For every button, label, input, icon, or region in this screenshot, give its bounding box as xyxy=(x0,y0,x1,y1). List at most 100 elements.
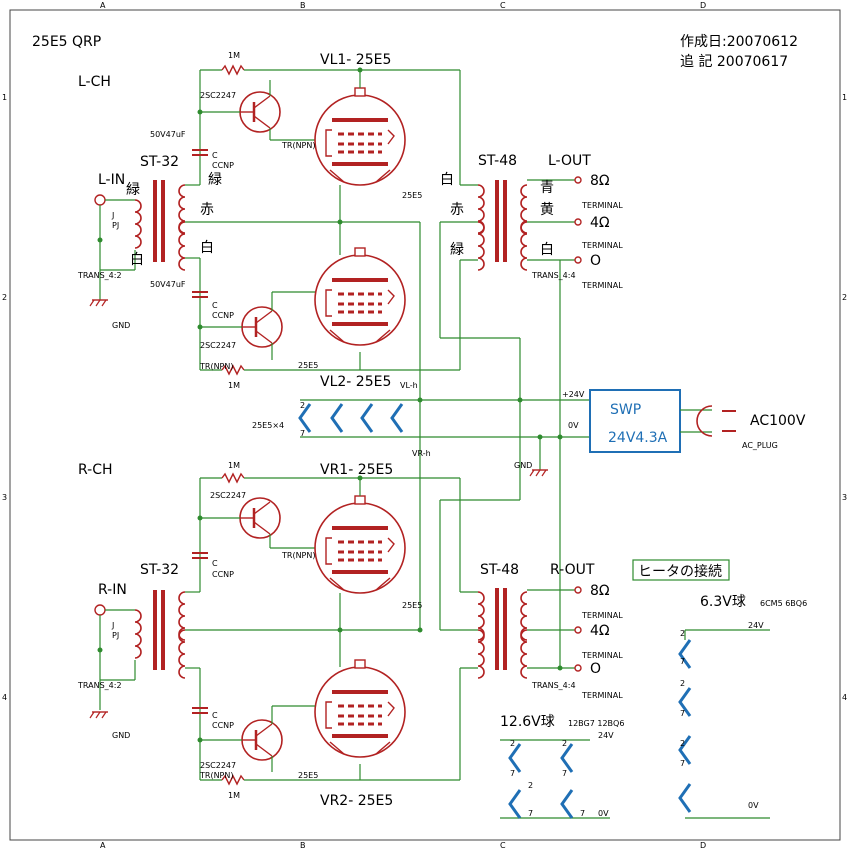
right-output-label: R-OUT xyxy=(550,562,595,578)
right-tube-part-2: 25E5 xyxy=(298,771,318,780)
heater-12-pin-7c: 7 xyxy=(562,769,567,778)
left-out-yellow: 黄 xyxy=(540,201,554,218)
left-out-red: 赤 xyxy=(450,202,464,218)
row-label-3-right: 3 xyxy=(842,493,847,502)
left-ccnp-upper: CCNP xyxy=(212,161,234,170)
left-jack-pj: PJ xyxy=(112,221,119,230)
left-ccnp-lower: CCNP xyxy=(212,311,234,320)
right-jack-pj: PJ xyxy=(112,631,119,640)
schematic-title: 25E5 QRP xyxy=(32,34,101,50)
heater-pin-2c: 2 xyxy=(680,739,685,748)
heater-bank-pin-7: 7 xyxy=(300,429,305,438)
row-label-1: 1 xyxy=(2,93,7,102)
left-res-1m-bottom: 1M xyxy=(228,381,240,390)
right-channel-title: R-CH xyxy=(78,462,113,478)
right-channel-wiring xyxy=(89,472,582,786)
tube-vl2-label: VL2- 25E5 xyxy=(320,374,391,390)
left-tr-type-lower: TR(NPN) xyxy=(199,362,233,371)
left-cap-lower: 50V47uF xyxy=(150,280,186,289)
left-cap-c-upper: C xyxy=(212,151,218,160)
row-label-4-right: 4 xyxy=(842,693,847,702)
left-sec-green: 緑 xyxy=(208,172,222,188)
right-res-1m-top: 1M xyxy=(228,461,240,470)
right-input-trans-label: ST-32 xyxy=(140,562,179,578)
heater-6v3-parts: 6CM5 6BQ6 xyxy=(760,599,807,608)
tube-vr1-label: VR1- 25E5 xyxy=(320,462,393,478)
supply-plus24: +24V xyxy=(562,390,585,399)
left-out-white-2: 白 xyxy=(540,242,554,258)
col-label-c: C xyxy=(500,1,506,10)
right-ccnp-upper: CCNP xyxy=(212,570,234,579)
right-channel-labels: R-CH R-IN ST-32 VR1- 25E5 VR2- 25E5 ST-4… xyxy=(77,461,595,809)
right-gnd: GND xyxy=(112,731,130,740)
left-tr-lower: 2SC2247 xyxy=(200,341,236,350)
left-out-white: 白 xyxy=(440,172,454,188)
heater-bank-pin-2: 2 xyxy=(300,401,305,410)
col-label-b: B xyxy=(300,1,306,10)
col-label-c-bottom: C xyxy=(500,841,506,850)
left-sec-red: 赤 xyxy=(200,202,214,218)
heater-6v3-24v: 24V xyxy=(748,621,764,630)
heater-12-pin-7d: 7 xyxy=(580,809,585,818)
power-labels: SWP 24V4.3A +24V 0V AC100V AC_PLUG 25E5×… xyxy=(252,381,806,470)
right-terminal-3: TERMINAL xyxy=(581,691,623,700)
left-terminal-3: TERMINAL xyxy=(581,281,623,290)
power-gnd: GND xyxy=(514,461,532,470)
supply-rating: 24V4.3A xyxy=(608,430,668,446)
right-cap-c-upper: C xyxy=(212,559,218,568)
col-label-d-bottom: D xyxy=(700,841,706,850)
heater-pin-2a: 2 xyxy=(680,629,685,638)
right-term-8ohm: 8Ω xyxy=(590,583,610,599)
heater-inset-wiring xyxy=(500,559,770,820)
right-input-label: R-IN xyxy=(98,582,127,598)
left-channel-title: L-CH xyxy=(78,74,111,90)
left-input-trans-label: ST-32 xyxy=(140,154,179,170)
heater-inset-labels: ヒータの接続 6.3V球 6CM5 6BQ6 24V 0V 12.6V球 12B… xyxy=(300,401,807,818)
power-wiring xyxy=(298,222,736,628)
left-output-label: L-OUT xyxy=(548,153,591,169)
left-out-blue: 青 xyxy=(540,180,554,196)
left-input-label: L-IN xyxy=(98,172,125,188)
right-tr-upper: 2SC2247 xyxy=(210,491,246,500)
heater-12v6-parts: 12BG7 12BQ6 xyxy=(568,719,624,728)
left-trans-in: TRANS_4:2 xyxy=(77,271,122,280)
left-tr-type-upper: TR(NPN) xyxy=(281,141,315,150)
left-channel-wiring xyxy=(89,64,582,668)
right-trans-out: TRANS_4:4 xyxy=(531,681,576,690)
heater-6v3-0v: 0V xyxy=(748,801,759,810)
tube-vr2-label: VR2- 25E5 xyxy=(320,793,393,809)
heater-12-pin-2b: 2 xyxy=(528,781,533,790)
heater-pin-2b: 2 xyxy=(680,679,685,688)
left-cap-c-lower: C xyxy=(212,301,218,310)
col-label-a-bottom: A xyxy=(100,841,106,850)
heater-pin-7b: 7 xyxy=(680,709,685,718)
right-tube-part: 25E5 xyxy=(402,601,422,610)
row-label-1-right: 1 xyxy=(842,93,847,102)
ac-voltage: AC100V xyxy=(750,413,806,429)
left-tube-part: 25E5 xyxy=(402,191,422,200)
row-label-2: 2 xyxy=(2,293,7,302)
heater-12-pin-2a: 2 xyxy=(510,739,515,748)
supply-0v: 0V xyxy=(568,421,579,430)
heater-pin-7c: 7 xyxy=(680,759,685,768)
col-label-a: A xyxy=(100,1,106,10)
left-cap-upper: 50V47uF xyxy=(150,130,186,139)
left-term-8ohm: 8Ω xyxy=(590,173,610,189)
heater-12-pin-2c: 2 xyxy=(562,739,567,748)
left-terminal-labels: 8Ω 4Ω O TERMINAL TERMINAL TERMINAL xyxy=(581,173,623,290)
left-jack-j: J xyxy=(111,211,114,220)
heater-count: 25E5×4 xyxy=(252,421,284,430)
left-terminal-2: TERMINAL xyxy=(581,241,623,250)
left-term-0: O xyxy=(590,253,601,269)
left-tr-upper: 2SC2247 xyxy=(200,91,236,100)
ac-plug: AC_PLUG xyxy=(742,441,778,450)
title-block: 25E5 QRP 作成日:20070612 追 記 20070617 xyxy=(32,34,798,70)
left-term-4ohm: 4Ω xyxy=(590,215,610,231)
heater-12v6-0v: 0V xyxy=(598,809,609,818)
heater-12v6-title: 12.6V球 xyxy=(500,714,555,730)
sheet-frame xyxy=(9,9,841,841)
row-label-4: 4 xyxy=(2,693,7,702)
right-terminal-1: TERMINAL xyxy=(581,611,623,620)
